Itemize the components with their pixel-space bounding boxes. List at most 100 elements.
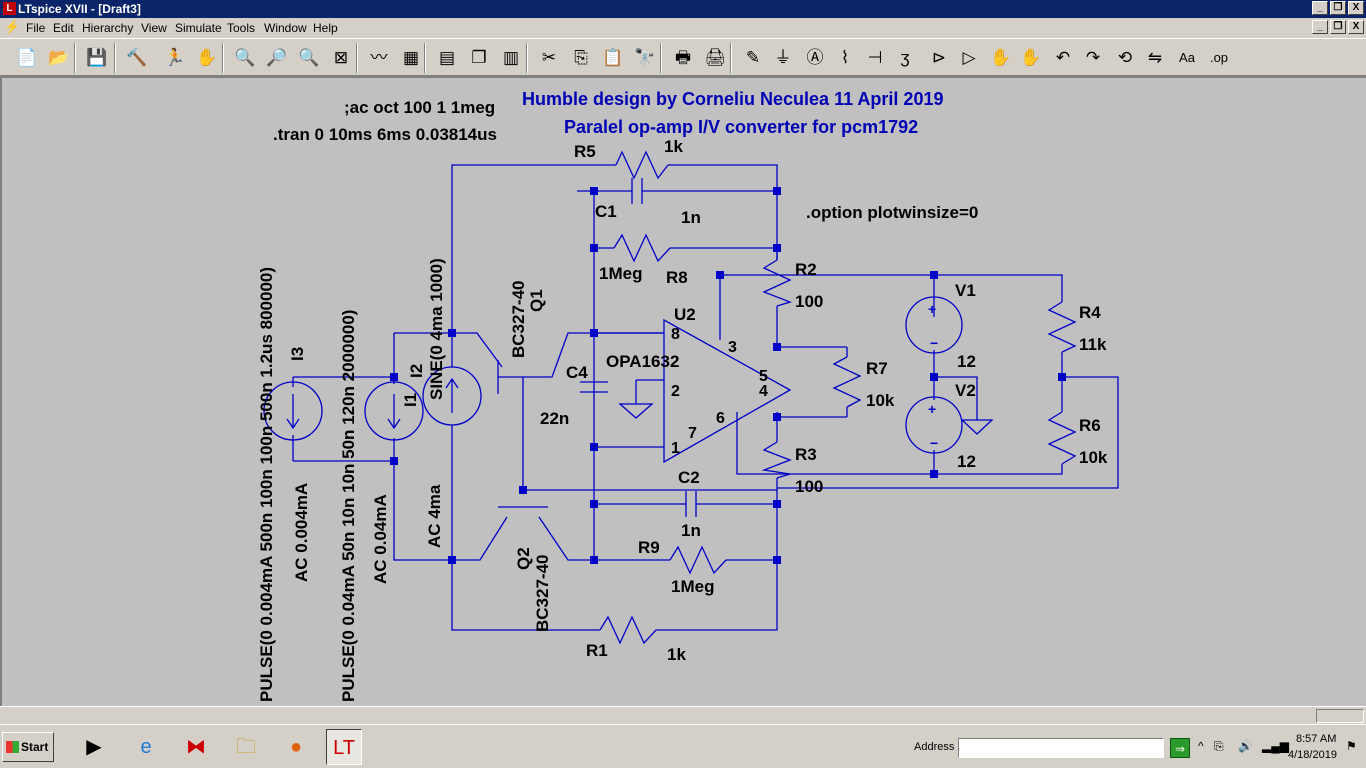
print-preview-icon[interactable]: 🖨	[704, 48, 726, 67]
show-hidden-icons-icon[interactable]: ^	[1198, 739, 1204, 753]
menu-window[interactable]: Window	[264, 21, 307, 35]
diode-icon[interactable]: ⊳	[931, 48, 947, 67]
schematic-drawing[interactable]: +− +− ;ac oct 100 1 1meg .tran 0 10ms 6m…	[2, 78, 1366, 708]
cut-icon[interactable]: ✂	[541, 48, 557, 67]
I1-ref: I1	[401, 393, 420, 407]
halt-icon[interactable]: ✋	[196, 48, 218, 67]
toolbar-separator	[526, 43, 528, 73]
start-button[interactable]: Start	[2, 732, 54, 762]
menu-edit[interactable]: Edit	[53, 21, 74, 35]
R8-body	[613, 233, 671, 263]
tile-vertical-icon[interactable]: ▥	[502, 48, 520, 67]
ground-icon[interactable]: ⏚	[774, 48, 792, 67]
I3-pulse: PULSE(0 0.004mA 500n 100n 100n 500n 1.2u…	[257, 267, 276, 702]
Q2-ref: Q2	[514, 547, 533, 570]
design-subtitle: Paralel op-amp I/V converter for pcm1792	[564, 117, 918, 137]
svg-text:+: +	[928, 401, 936, 417]
open-icon[interactable]: 📂	[48, 48, 70, 67]
cascade-icon[interactable]: ❐	[471, 48, 487, 67]
close-button[interactable]: X	[1348, 1, 1364, 15]
menu-file[interactable]: File	[26, 21, 46, 35]
schematic-canvas[interactable]: +− +− ;ac oct 100 1 1meg .tran 0 10ms 6m…	[0, 76, 1366, 708]
internet-explorer-icon[interactable]: e	[140, 736, 152, 758]
media-player-icon[interactable]: ▶	[86, 736, 102, 758]
clock-time[interactable]: 8:57 AM	[1296, 733, 1337, 745]
component-icon[interactable]: ▷	[962, 48, 976, 67]
drag-icon[interactable]: ✋	[1020, 48, 1042, 67]
inductor-icon[interactable]: ʒ	[900, 48, 910, 67]
address-input[interactable]	[958, 738, 1164, 758]
Q2-value: BC327-40	[533, 555, 552, 633]
signal-icon[interactable]: ▂▄▆	[1262, 739, 1289, 753]
C2-value: 1n	[681, 521, 701, 540]
tile-horizontal-icon[interactable]: ▤	[438, 48, 456, 67]
menu-hierarchy[interactable]: Hierarchy	[82, 21, 134, 35]
delete-trace-icon[interactable]: ▦	[402, 48, 420, 67]
print-icon[interactable]: 🖶	[674, 48, 692, 67]
R1-body	[599, 615, 657, 645]
zoom-pan-icon[interactable]: 🔎	[266, 48, 288, 67]
R1-ref: R1	[586, 641, 608, 660]
notification-icon[interactable]: ⚑	[1346, 739, 1357, 753]
menu-view[interactable]: View	[141, 21, 167, 35]
capacitors	[580, 178, 697, 517]
firefox-icon[interactable]: ●	[289, 736, 303, 758]
volume-icon[interactable]: 🔊	[1238, 739, 1253, 753]
R2-body	[762, 259, 792, 307]
move-icon[interactable]: ✋	[990, 48, 1012, 67]
mirror-icon[interactable]: ⇋	[1147, 48, 1163, 67]
paste-icon[interactable]: 📋	[602, 48, 624, 67]
zoom-in-icon[interactable]: 🔍	[234, 48, 256, 67]
opamp-pin-numbers: 8 2 7 1 3 5 4 6	[671, 326, 768, 457]
R2-ref: R2	[795, 260, 817, 279]
R5-body	[615, 150, 669, 180]
clock-date[interactable]: 4/18/2019	[1288, 749, 1337, 761]
new-schematic-icon[interactable]: 📄	[16, 48, 38, 67]
windows-flag-icon	[6, 741, 19, 753]
acrobat-reader-icon[interactable]: ⧓	[186, 736, 206, 758]
resistors	[599, 150, 1077, 645]
label-net-icon[interactable]: Ⓐ	[806, 48, 824, 67]
restore-button[interactable]: ❐	[1330, 1, 1346, 15]
toolbar-separator	[356, 43, 358, 73]
resistor-icon[interactable]: ⌇	[840, 48, 850, 67]
tran-directive: .tran 0 10ms 6ms 0.03814us	[273, 125, 497, 144]
toolbar: 📄 📂 💾 🔨 🏃 ✋ 🔍 🔎 🔍 ⊠ 〰 ▦ ▤ ❐ ▥ ✂ ⎘ 📋 🔭 🖶 🖨 ✎ ⏚ Ⓐ ⌇ ⊣ ʒ ⊳ ▷ ✋ ✋ ↶ ↷ ⟲ ⇋ Aa .op	[0, 38, 1366, 76]
zoom-out-icon[interactable]: 🔍	[298, 48, 320, 67]
R8-value: 1Meg	[599, 264, 642, 283]
sources	[263, 296, 994, 454]
text-icon[interactable]: Aa	[1179, 50, 1195, 65]
save-icon[interactable]: 💾	[86, 48, 108, 67]
R4-ref: R4	[1079, 303, 1101, 322]
ltspice-taskbar-icon[interactable]: LT	[326, 729, 362, 765]
minimize-button[interactable]: _	[1312, 1, 1328, 15]
find-icon[interactable]: 🔭	[634, 48, 656, 67]
redo-icon[interactable]: ↷	[1085, 48, 1101, 67]
autorange-icon[interactable]: 〰	[370, 48, 388, 67]
file-explorer-icon[interactable]: 🗀	[236, 736, 256, 758]
copy-icon[interactable]: ⎘	[574, 48, 588, 67]
status-bar	[0, 706, 1366, 724]
menu-tools[interactable]: Tools	[227, 21, 256, 35]
document-menu-icon[interactable]: ⚡	[4, 19, 21, 34]
spice-directive-icon[interactable]: .op	[1209, 50, 1229, 65]
menu-simulate[interactable]: Simulate	[175, 21, 222, 35]
go-icon[interactable]: ⇒	[1170, 738, 1190, 758]
capacitor-icon[interactable]: ⊣	[867, 48, 883, 67]
undo-icon[interactable]: ↶	[1055, 48, 1071, 67]
control-panel-icon[interactable]: 🔨	[126, 48, 148, 67]
window-titlebar[interactable]: L LTspice XVII - [Draft3] _ ❐ X	[0, 0, 1366, 18]
source-signs: +− +−	[928, 301, 938, 451]
run-icon[interactable]: 🏃	[164, 48, 186, 67]
R7-body	[832, 356, 862, 408]
C1-value: 1n	[681, 208, 701, 227]
rotate-icon[interactable]: ⟲	[1117, 48, 1133, 67]
network-icon[interactable]: ⎘	[1214, 739, 1224, 753]
doc-close-button[interactable]: X	[1348, 20, 1364, 34]
zoom-fit-icon[interactable]: ⊠	[333, 48, 349, 67]
doc-minimize-button[interactable]: _	[1312, 20, 1328, 34]
doc-restore-button[interactable]: ❐	[1330, 20, 1346, 34]
C2-ref: C2	[678, 468, 700, 487]
menu-help[interactable]: Help	[313, 21, 338, 35]
draw-wire-icon[interactable]: ✎	[745, 48, 761, 67]
